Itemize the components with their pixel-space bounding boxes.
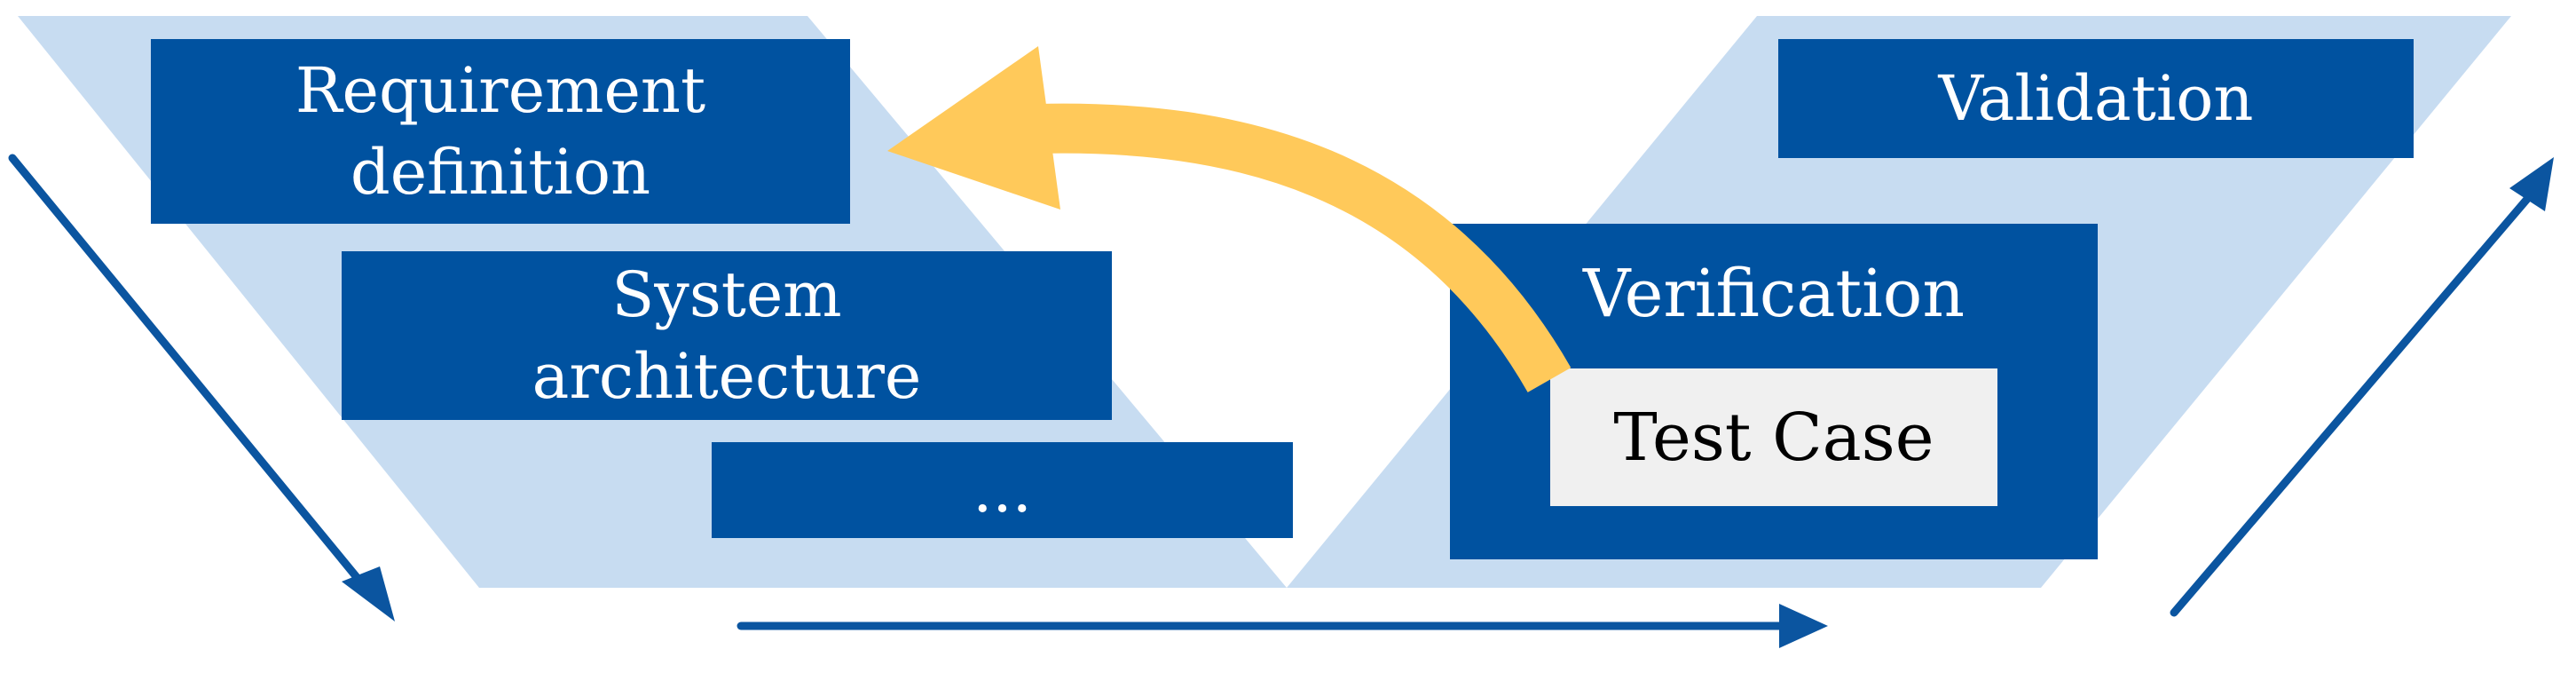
verification-box: Verification Test Case bbox=[1450, 224, 2098, 559]
ellipsis-label: ... bbox=[973, 454, 1032, 527]
system-architecture-box: System architecture bbox=[342, 251, 1112, 420]
ellipsis-box: ... bbox=[712, 442, 1293, 538]
system-architecture-label: System architecture bbox=[532, 258, 922, 413]
arrow-down-right-icon bbox=[8, 154, 395, 622]
validation-label: Validation bbox=[1938, 62, 2254, 135]
verification-label: Verification bbox=[1582, 256, 1965, 332]
test-case-box: Test Case bbox=[1550, 368, 1997, 506]
validation-box: Validation bbox=[1778, 39, 2414, 158]
requirement-definition-label: Requirement definition bbox=[295, 54, 706, 209]
arrow-up-right-icon bbox=[2170, 157, 2554, 617]
test-case-label: Test Case bbox=[1613, 399, 1934, 476]
requirement-definition-box: Requirement definition bbox=[151, 39, 850, 224]
arrow-right-icon bbox=[737, 604, 1828, 648]
